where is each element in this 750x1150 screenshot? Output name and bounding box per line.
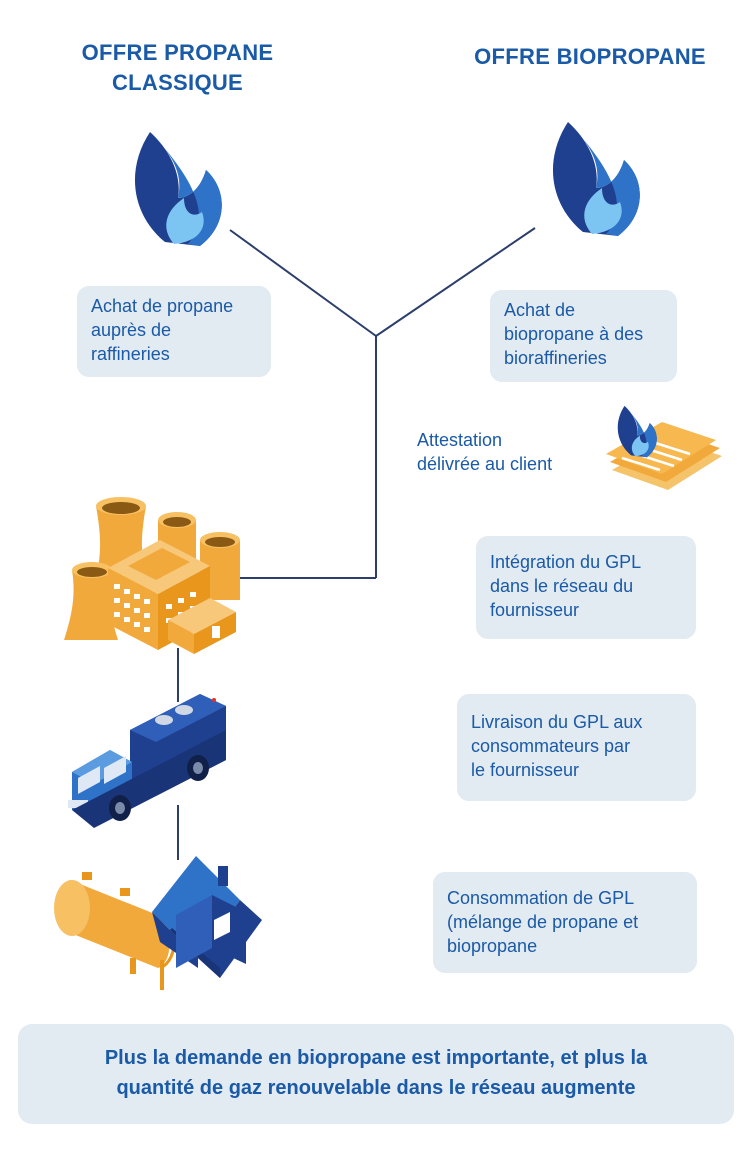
classic-offer-title: OFFRE PROPANE CLASSIQUE [81,40,274,95]
attestation-label: Attestation délivrée au client [417,430,553,474]
connector-lines [177,227,536,860]
delivery-step: Livraison du GPL aux consommateurs par l… [457,694,696,801]
tanker-truck-icon [68,694,226,828]
flame-icon [134,132,222,246]
gas-tank-icon [54,872,176,990]
classic-purchase-step: Achat de propane auprès de raffineries [77,286,271,377]
footer-note: Plus la demande en biopropane est import… [18,1024,734,1124]
document-flame-icon [606,405,722,490]
consumption-step: Consommation de GPL (mélange de propane … [433,872,697,973]
bio-purchase-step: Achat de biopropane à des bioraffineries [490,290,677,382]
house-icon [152,856,262,978]
refinery-icon [64,497,240,654]
integration-step: Intégration du GPL dans le réseau du fou… [476,536,696,639]
flame-icon [552,122,640,236]
bio-offer-title: OFFRE BIOPROPANE [474,44,706,69]
